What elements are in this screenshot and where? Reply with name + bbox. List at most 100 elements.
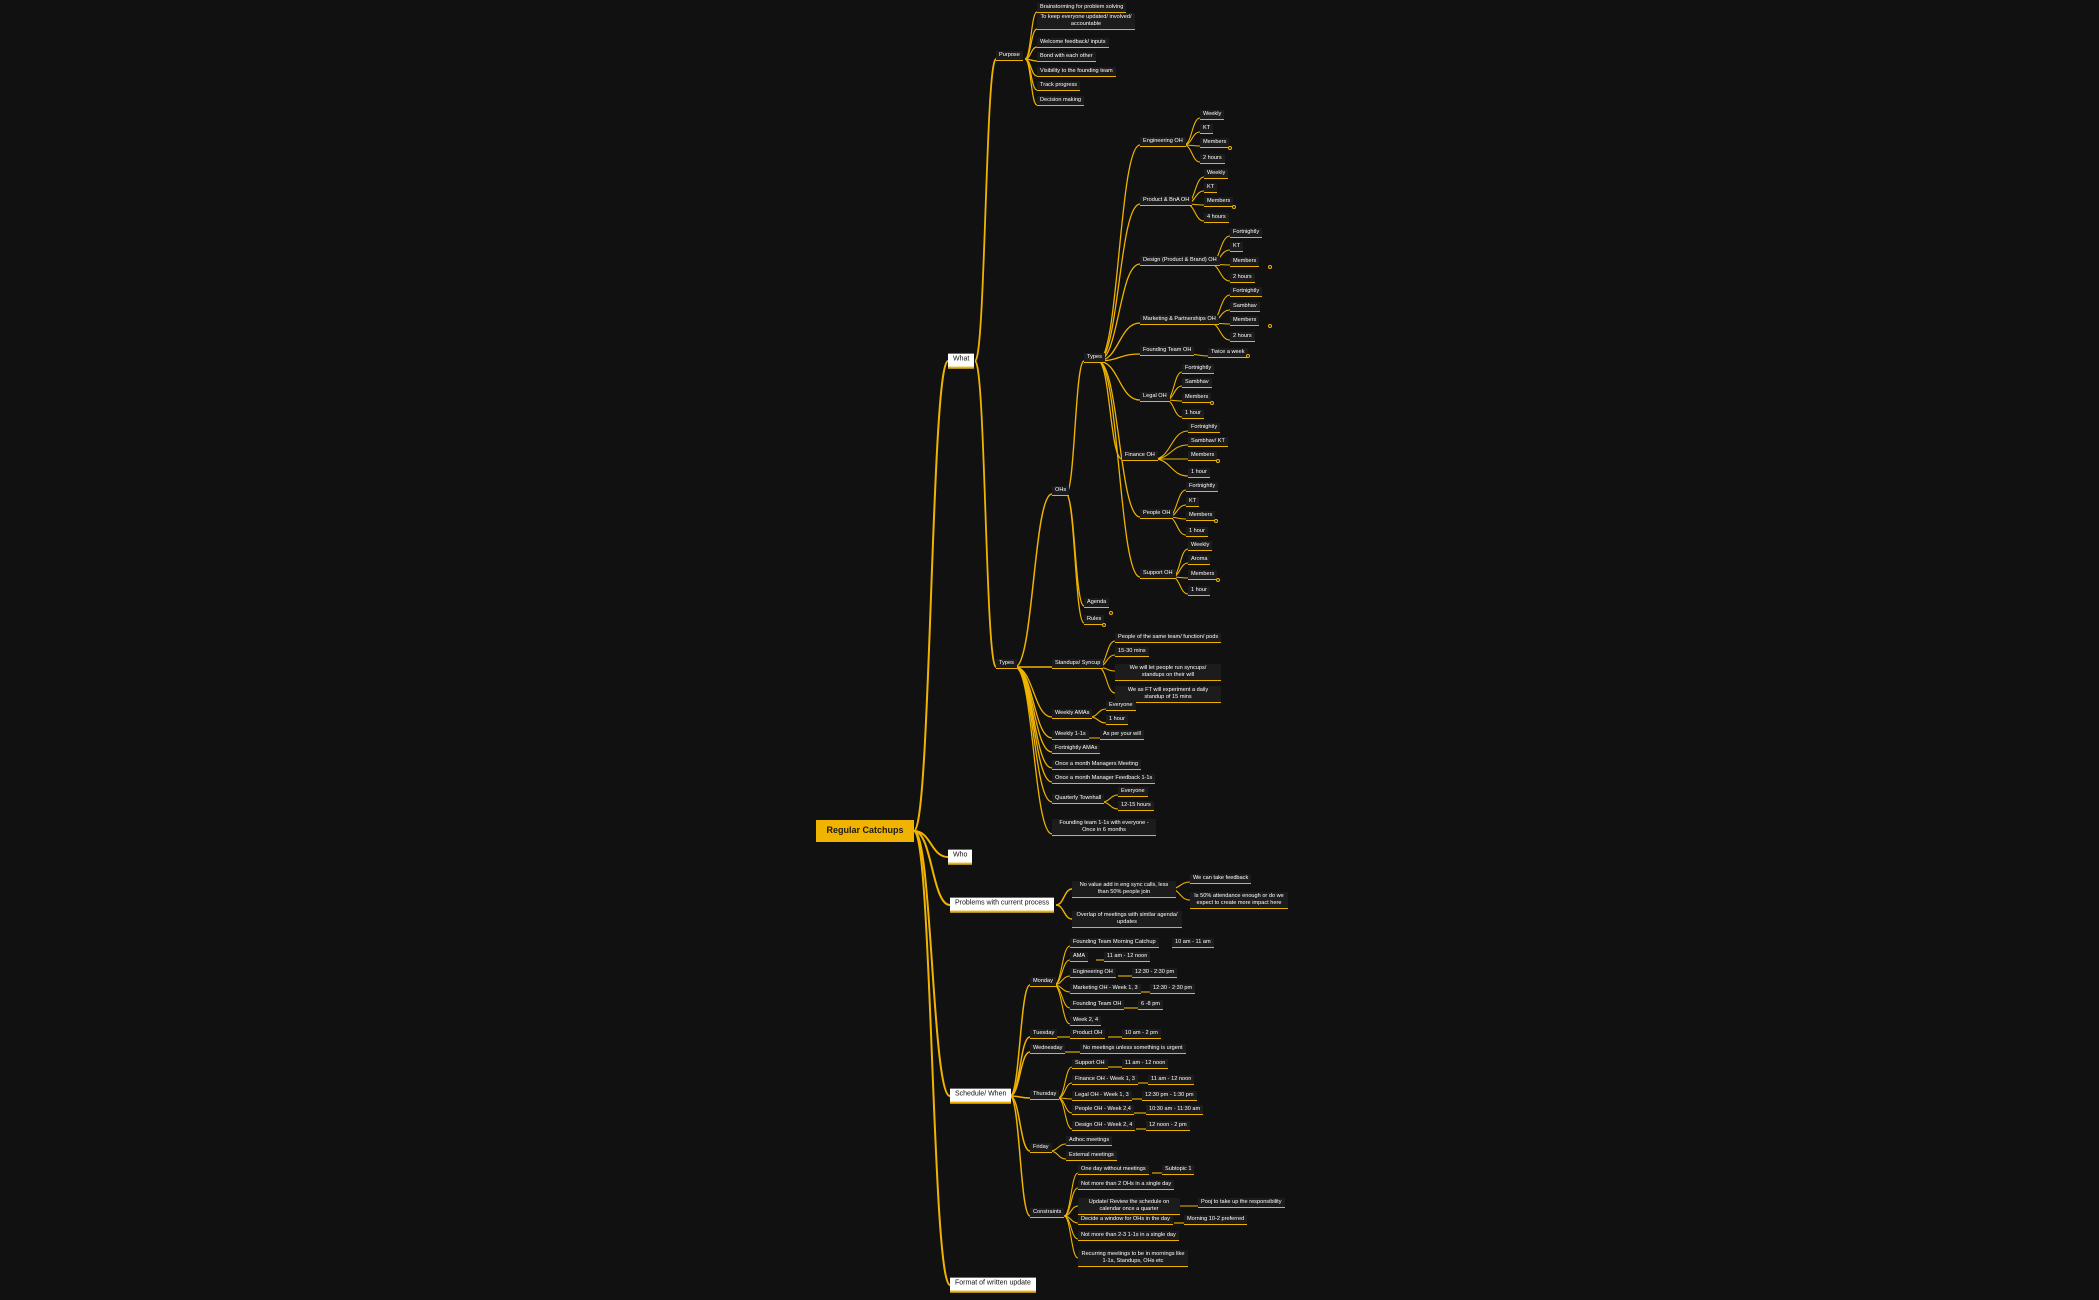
schedule-row[interactable]: Legal OH - Week 1, 3 [1072, 1091, 1132, 1101]
schedule-row[interactable]: Engineering OH [1070, 968, 1116, 978]
standup-item[interactable]: People of the same team/ function/ pods [1115, 633, 1222, 643]
oh-detail[interactable]: Aroma [1188, 555, 1211, 565]
schedule-row[interactable]: Design OH - Week 2, 4 [1072, 1121, 1136, 1131]
oh-detail[interactable]: Fortnightly [1186, 482, 1219, 492]
schedule-time[interactable]: 6 -8 pm [1138, 1000, 1163, 1010]
oh-detail[interactable]: Weekly [1200, 110, 1225, 120]
schedule-time[interactable]: 10 am - 11 am [1172, 938, 1214, 948]
oh-detail[interactable]: KT [1186, 497, 1200, 507]
purpose-item[interactable]: Brainstorming for problem solving [1037, 3, 1127, 13]
quarterly-item[interactable]: 12-15 hours [1118, 801, 1154, 811]
founding-1on1-node[interactable]: Founding team 1-1s with everyone - Once … [1052, 819, 1156, 836]
schedule-row[interactable]: Support OH [1072, 1059, 1108, 1069]
schedule-time[interactable]: 11 am - 12 noon [1104, 952, 1151, 962]
purpose-item[interactable]: Visibility to the founding team [1037, 67, 1116, 77]
problem-1[interactable]: No value add in eng sync calls, less tha… [1072, 881, 1176, 898]
oh-detail[interactable]: Members [1230, 316, 1260, 326]
oh-group[interactable]: Legal OH [1140, 392, 1170, 402]
oh-detail[interactable]: 2 hours [1230, 332, 1255, 342]
branch-problems[interactable]: Problems with current process [950, 897, 1055, 913]
schedule-time[interactable]: Morning 10-2 preferred [1184, 1215, 1248, 1225]
oh-group[interactable]: Design (Product & Brand) OH [1140, 256, 1220, 266]
schedule-time[interactable]: 11 am - 12 noon [1148, 1075, 1195, 1085]
weekly-1on1-value[interactable]: As per your will [1100, 730, 1144, 740]
schedule-row[interactable]: Recurring meetings to be in mornings lik… [1078, 1250, 1188, 1267]
schedule-row[interactable]: Not more than 2-3 1-1s in a single day [1078, 1231, 1179, 1241]
expand-toggle-icon[interactable] [1214, 519, 1218, 523]
schedule-time[interactable]: 12:30 pm - 1:30 pm [1142, 1091, 1197, 1101]
purpose-item[interactable]: To keep everyone updated/ involved/ acco… [1037, 13, 1135, 30]
expand-toggle-icon[interactable] [1216, 459, 1220, 463]
weekly-1on1-node[interactable]: Weekly 1-1s [1052, 730, 1089, 740]
day-thursday[interactable]: Thursday [1030, 1090, 1060, 1100]
standup-item[interactable]: We as FT will experiment a daily standup… [1115, 686, 1221, 703]
expand-toggle-icon[interactable] [1246, 354, 1250, 358]
oh-group[interactable]: Product & BnA OH [1140, 196, 1193, 206]
oh-detail[interactable]: KT [1230, 242, 1244, 252]
expand-toggle-icon[interactable] [1102, 623, 1106, 627]
oh-detail[interactable]: Members [1200, 138, 1230, 148]
oh-detail[interactable]: Sambhav/ KT [1188, 437, 1228, 447]
rules-node[interactable]: Rules [1084, 615, 1105, 625]
type-item[interactable]: Once a month Managers Meeting [1052, 760, 1142, 770]
oh-detail[interactable]: 2 hours [1230, 273, 1255, 283]
schedule-time[interactable]: 12:30 - 2:30 pm [1150, 984, 1196, 994]
oh-detail[interactable]: Fortnightly [1188, 423, 1221, 433]
schedule-row[interactable]: People OH - Week 2,4 [1072, 1105, 1134, 1115]
weekly-ama-item[interactable]: Everyone [1106, 701, 1136, 711]
day-monday[interactable]: Monday [1030, 977, 1056, 987]
day-wednesday[interactable]: Wednesday [1030, 1044, 1066, 1054]
schedule-row[interactable]: One day without meetings [1078, 1165, 1149, 1175]
oh-detail[interactable]: Weekly [1188, 541, 1213, 551]
oh-group[interactable]: Engineering OH [1140, 137, 1186, 147]
schedule-time[interactable]: 11 am - 12 noon [1122, 1059, 1169, 1069]
quarterly-node[interactable]: Quarterly Townhall [1052, 794, 1105, 804]
expand-toggle-icon[interactable] [1216, 578, 1220, 582]
oh-group[interactable]: People OH [1140, 509, 1174, 519]
schedule-row[interactable]: Not more than 2 OHs in a single day [1078, 1180, 1175, 1190]
oh-detail[interactable]: Members [1182, 393, 1212, 403]
expand-toggle-icon[interactable] [1232, 205, 1236, 209]
schedule-time[interactable]: Pooj to take up the responsibility [1198, 1198, 1285, 1208]
schedule-time[interactable]: Subtopic 1 [1162, 1165, 1195, 1175]
day-friday[interactable]: Friday [1030, 1143, 1052, 1153]
schedule-row[interactable]: Finance OH - Week 1, 3 [1072, 1075, 1138, 1085]
oh-group[interactable]: Marketing & Partnerships OH [1140, 315, 1219, 325]
schedule-row[interactable]: Week 2, 4 [1070, 1016, 1102, 1026]
schedule-row[interactable]: Product OH [1070, 1029, 1106, 1039]
oh-detail[interactable]: Fortnightly [1230, 228, 1263, 238]
oh-detail[interactable]: Members [1188, 451, 1218, 461]
type-item[interactable]: Once a month Manager Feedback 1-1s [1052, 774, 1156, 784]
ohs-node[interactable]: OHs [1052, 486, 1070, 496]
oh-detail[interactable]: KT [1204, 183, 1218, 193]
oh-detail[interactable]: 1 hour [1188, 586, 1210, 596]
purpose-node[interactable]: Purpose [996, 51, 1023, 61]
oh-detail[interactable]: Fortnightly [1182, 364, 1215, 374]
standup-item[interactable]: 15-30 mins [1115, 647, 1149, 657]
schedule-row[interactable]: External meetings [1066, 1151, 1117, 1161]
branch-who[interactable]: Who [948, 849, 973, 865]
schedule-time[interactable]: 10:30 am - 11:30 am [1146, 1105, 1204, 1115]
schedule-row[interactable]: Founding Team OH [1070, 1000, 1125, 1010]
schedule-row[interactable]: Adhoc meetings [1066, 1136, 1113, 1146]
branch-schedule[interactable]: Schedule/ When [950, 1088, 1012, 1104]
root-topic[interactable]: Regular Catchups [816, 820, 914, 842]
schedule-row[interactable]: Decide a window for OHs in the day [1078, 1215, 1173, 1225]
oh-detail[interactable]: 4 hours [1204, 213, 1229, 223]
expand-toggle-icon[interactable] [1268, 324, 1272, 328]
schedule-row[interactable]: No meetings unless something is urgent [1080, 1044, 1186, 1054]
standup-item[interactable]: We will let people run syncups/ standups… [1115, 664, 1221, 681]
problem-detail[interactable]: We can take feedback [1190, 874, 1252, 884]
day-constraints[interactable]: Constraints [1030, 1208, 1065, 1218]
schedule-time[interactable]: 12:30 - 2:30 pm [1132, 968, 1178, 978]
purpose-item[interactable]: Bond with each other [1037, 52, 1096, 62]
branch-format[interactable]: Format of written update [950, 1277, 1036, 1293]
quarterly-item[interactable]: Everyone [1118, 787, 1148, 797]
oh-detail[interactable]: Sambhav [1230, 302, 1260, 312]
day-tuesday[interactable]: Tuesday [1030, 1029, 1058, 1039]
branch-what[interactable]: What [948, 353, 975, 369]
purpose-item[interactable]: Decision making [1037, 96, 1085, 106]
oh-detail[interactable]: 2 hours [1200, 154, 1225, 164]
purpose-item[interactable]: Welcome feedback/ inputs [1037, 38, 1109, 48]
standups-node[interactable]: Standups/ Syncup [1052, 659, 1104, 669]
